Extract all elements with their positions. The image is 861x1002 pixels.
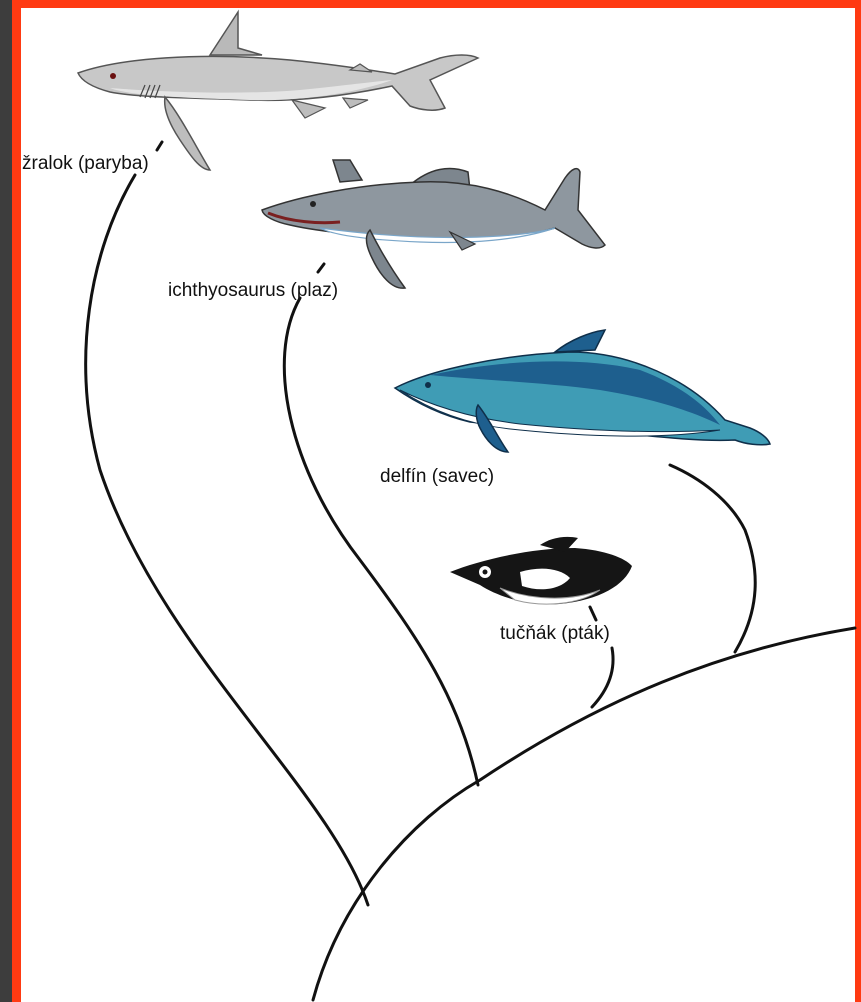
dolphin-icon <box>395 330 770 452</box>
penguin-label-tick <box>590 607 596 620</box>
penguin-label: tučňák (pták) <box>500 624 610 643</box>
penguin-branch <box>592 648 613 707</box>
dolphin-branch <box>670 465 755 652</box>
ichthyosaurus-icon <box>262 160 605 288</box>
ichthyosaurus-label: ichthyosaurus (plaz) <box>168 281 338 300</box>
trunk-branch <box>313 628 855 1000</box>
shark-icon <box>78 12 478 170</box>
shark-label-tick <box>157 142 162 150</box>
penguin-icon <box>450 537 632 604</box>
dolphin-label: delfín (savec) <box>380 467 494 486</box>
shark-label: žralok (paryba) <box>22 154 149 173</box>
ichthyosaurus-label-tick <box>318 264 324 272</box>
